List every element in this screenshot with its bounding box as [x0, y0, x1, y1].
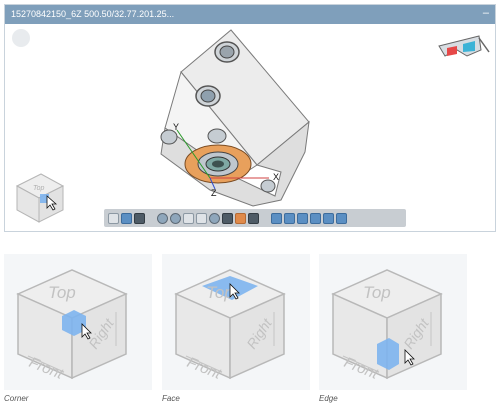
stereo-glasses-icon[interactable] [438, 35, 490, 57]
selection-highlight [62, 310, 86, 336]
axis-x-label: X [273, 172, 279, 182]
example-caption: Corner [4, 394, 29, 403]
box-icon[interactable] [108, 212, 119, 224]
rotate-icon[interactable] [170, 212, 181, 224]
window-titlebar: 15270842150_6Z 500.50/32.77.201.25... – [5, 5, 495, 24]
box-icon[interactable] [134, 212, 145, 224]
shade-icon[interactable] [222, 212, 233, 224]
cursor-icon [81, 323, 92, 340]
hole-front-3 [260, 179, 276, 193]
box-icon[interactable] [336, 212, 347, 224]
3d-viewport[interactable]: Y X Z Top [5, 24, 495, 231]
hole-front-1 [160, 129, 178, 145]
bottom-view-icon[interactable] [323, 212, 334, 224]
cube-top-label: Top [48, 283, 76, 302]
section-icon[interactable] [196, 212, 207, 224]
front-view-icon[interactable] [248, 212, 259, 224]
window-title: 15270842150_6Z 500.50/32.77.201.25... [11, 9, 175, 19]
cursor-icon [229, 283, 240, 300]
example-caption: Edge [319, 394, 338, 403]
box-icon[interactable] [121, 212, 132, 224]
axis-y-label: Y [173, 122, 179, 132]
view-toolbar [104, 209, 406, 227]
home-icon[interactable] [183, 212, 194, 224]
nav-cube[interactable]: Top [15, 173, 65, 223]
model-drawing: Y X Z Top [15, 29, 490, 223]
view-menu-button[interactable] [12, 29, 30, 47]
iso-view-icon[interactable] [297, 212, 308, 224]
cad-viewer-window: 15270842150_6Z 500.50/32.77.201.25... – [4, 4, 496, 232]
top-view-icon[interactable] [271, 212, 282, 224]
cursor-icon [46, 195, 58, 211]
back-view-icon[interactable] [310, 212, 321, 224]
minimize-button[interactable]: – [482, 7, 489, 19]
selection-highlight [377, 338, 399, 370]
cube-right-face [71, 292, 127, 380]
view-icon[interactable] [209, 212, 220, 224]
zoom-icon[interactable] [157, 212, 168, 224]
example-caption: Face [162, 394, 180, 403]
color-icon[interactable] [235, 212, 246, 224]
nav-cube-highlight [40, 194, 49, 203]
cursor-icon [404, 349, 415, 366]
cube-top-label: Top [206, 283, 234, 302]
cube-right-face [229, 292, 285, 380]
hole-front-2 [207, 128, 227, 144]
nav-cube-top-label: Top [33, 185, 45, 192]
cube-top-label: Top [363, 283, 391, 302]
side-view-icon[interactable] [284, 212, 295, 224]
axis-z-label: Z [211, 188, 217, 198]
